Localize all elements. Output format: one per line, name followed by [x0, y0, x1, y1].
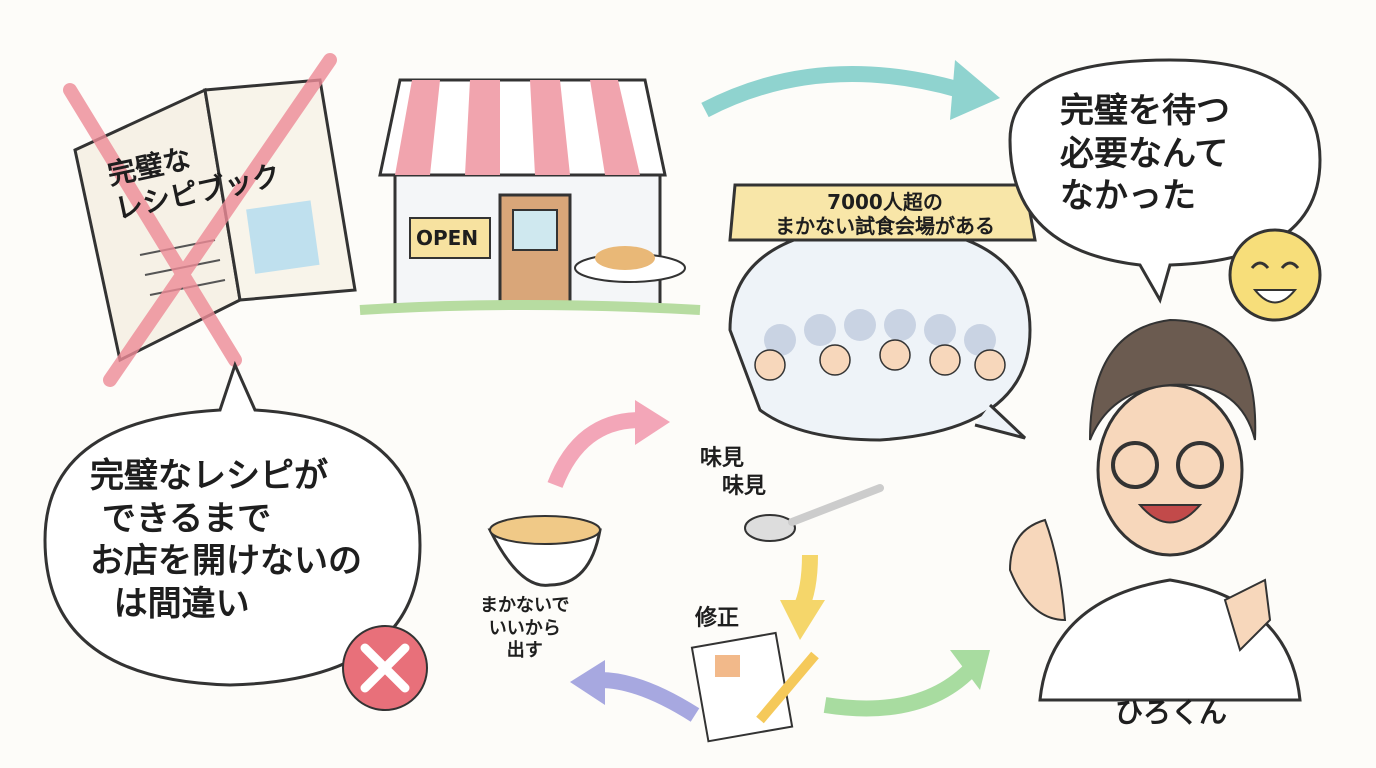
speech-right-text: 完璧を待つ 必要なんて なかった [1060, 91, 1230, 216]
banner-line1: 7000人超の [827, 190, 943, 214]
book-icon [63, 53, 357, 387]
smiley-icon [1228, 228, 1322, 322]
spoon-icon [744, 484, 884, 542]
bowl-icon [487, 515, 602, 587]
banner-line2: まかない試食会場がある [775, 214, 995, 238]
fix-label: 修正 [695, 606, 740, 631]
taste-label: 味見 味見 [700, 446, 767, 499]
open-sign: OPEN [416, 226, 479, 250]
speech-left-text: 完璧なレシピが できるまで お店を開けないの は間違い [90, 456, 362, 624]
cross-icon [342, 625, 428, 711]
shop-icon [359, 78, 701, 315]
memo-pencil-icon [690, 631, 819, 743]
serve-label: まかないで いいから 出す [480, 595, 570, 661]
character-hirokun [1008, 318, 1302, 702]
character-name: ひろくん [1115, 696, 1228, 729]
